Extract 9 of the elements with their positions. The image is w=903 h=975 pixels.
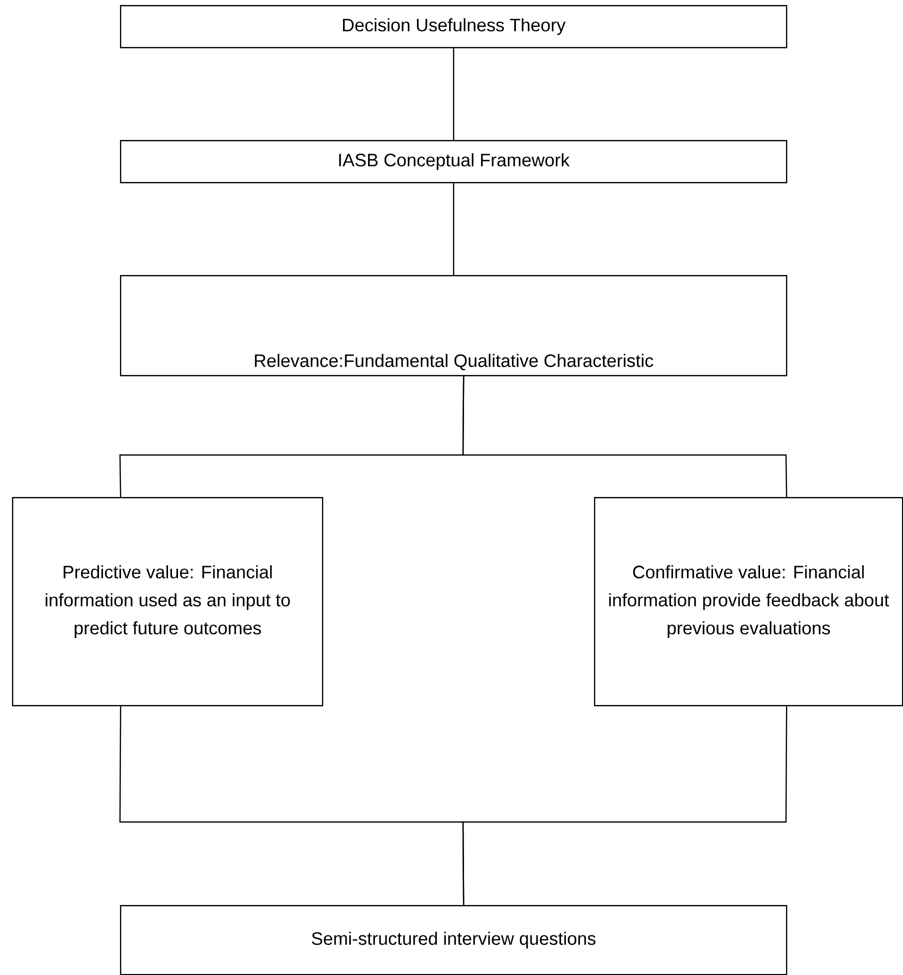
process-box: Confirmative value: Financial information provide feedback about previous evaluations: [594, 497, 903, 706]
process-box: Predictive value: Financial information used as an input to predict future outcomes: [12, 497, 324, 706]
connector-line: [453, 183, 454, 275]
connector-line: [462, 706, 788, 906]
process-box: Relevance:Fundamental Qualitative Characteristic: [120, 275, 788, 376]
connector-line: [453, 48, 454, 140]
process-box: Decision Usefulness Theory: [120, 5, 788, 48]
process-box: Semi-structured interview questions: [120, 905, 788, 975]
process-box: IASB Conceptual Framework: [120, 140, 788, 184]
